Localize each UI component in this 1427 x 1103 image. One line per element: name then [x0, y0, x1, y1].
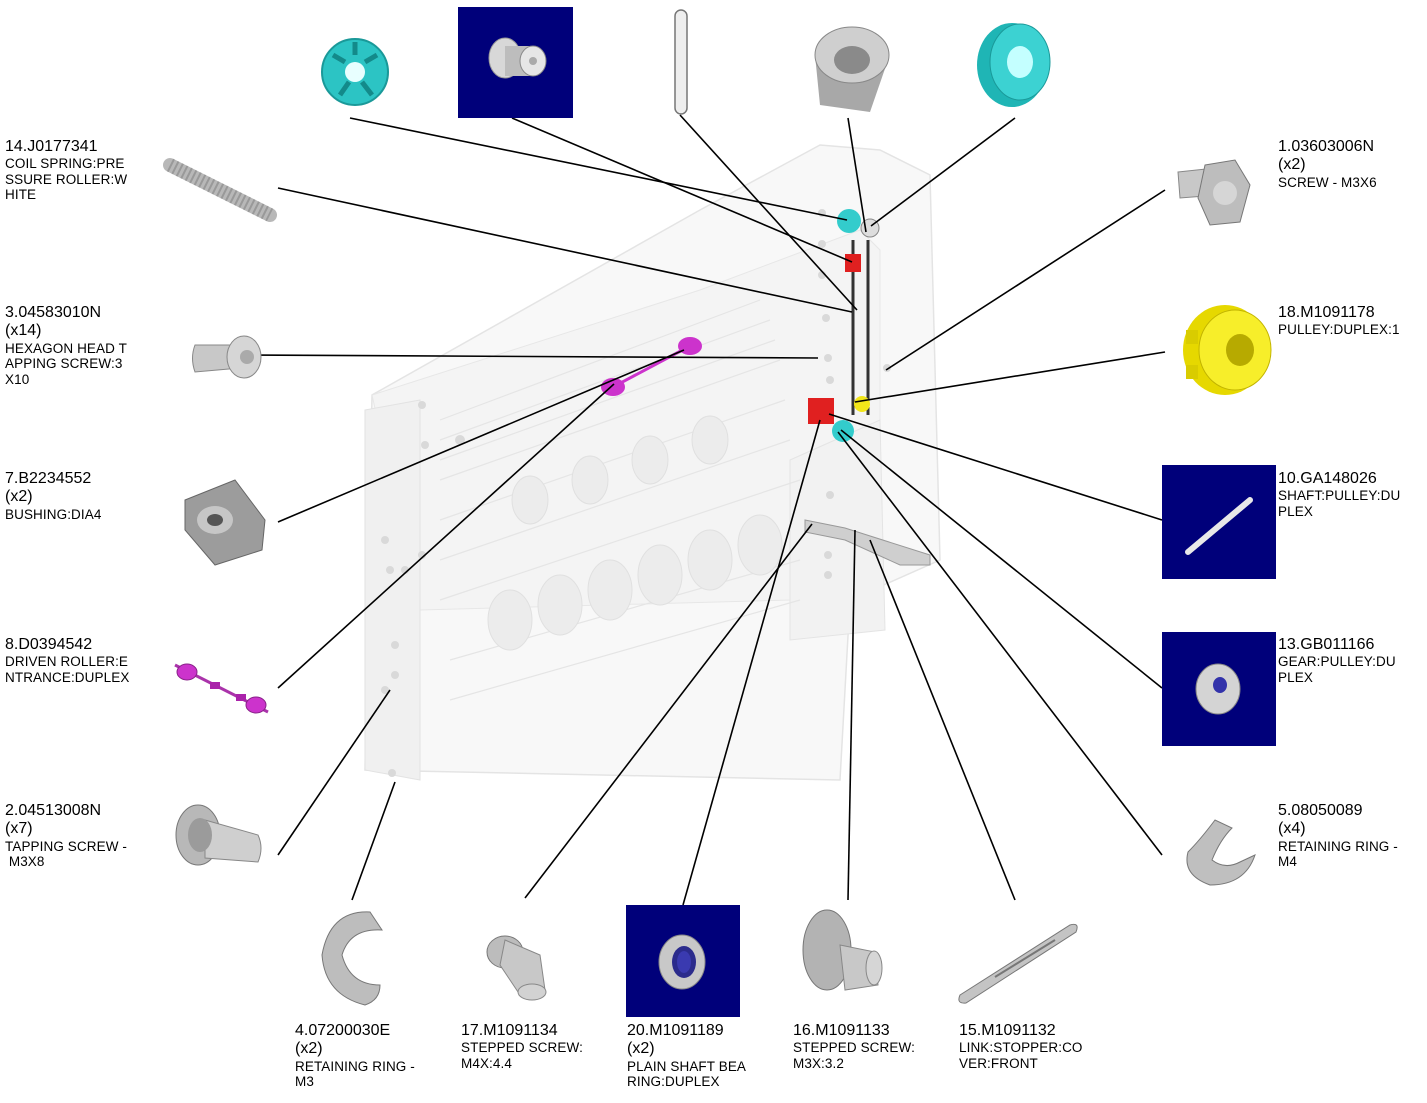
- label-part-16: 16.M1091133 STEPPED SCREW: M3X:3.2: [793, 1022, 915, 1071]
- screw-icon: [192, 335, 262, 379]
- label-part-1: 1.03603006N (x2) SCREW - M3X6: [1278, 138, 1377, 190]
- tapping-screw-icon: [175, 804, 262, 866]
- label-part-5: 5.08050089 (x4) RETAINING RING - M4: [1278, 802, 1398, 870]
- part-number: 8.D0394542: [5, 636, 93, 653]
- stepped-screw-m4-icon: [486, 935, 547, 1001]
- part-desc: X10: [5, 371, 30, 387]
- part-number: 10.GA148026: [1278, 470, 1377, 487]
- part-desc: PULLEY:DUPLEX:1: [1278, 322, 1400, 338]
- part-number: 4.07200030E: [295, 1022, 391, 1039]
- screw-m3x6-icon: [1177, 159, 1251, 226]
- part-desc: NTRANCE:DUPLEX: [5, 669, 130, 685]
- label-part-3: 3.04583010N (x14) HEXAGON HEAD T APPING …: [5, 304, 127, 387]
- label-part-8: 8.D0394542 DRIVEN ROLLER:E NTRANCE:DUPLE…: [5, 636, 129, 685]
- part-desc: M4: [1278, 854, 1297, 870]
- part-desc: VER:FRONT: [959, 1055, 1038, 1071]
- bearing-ring-icon: [658, 934, 706, 990]
- leader-lines: [247, 114, 1166, 906]
- gear-icon: [1195, 663, 1241, 715]
- duplex-unit-illustration: [364, 144, 941, 781]
- retaining-ring-m3-icon: [321, 911, 383, 1006]
- label-part-20: 20.M1091189 (x2) PLAIN SHAFT BEA RING:DU…: [627, 1022, 746, 1090]
- part-desc: PLEX: [1278, 503, 1313, 519]
- part-number: 15.M1091132: [959, 1022, 1056, 1039]
- part-desc: RETAINING RING -: [1278, 838, 1398, 854]
- label-part-10: 10.GA148026 SHAFT:PULLEY:DU PLEX: [1278, 470, 1400, 519]
- label-part-13: 13.GB011166 GEAR:PULLEY:DU PLEX: [1278, 636, 1396, 685]
- part-desc: M4X:4.4: [461, 1055, 512, 1071]
- part-desc: M3X:3.2: [793, 1055, 844, 1071]
- navy-thumb-shaft: [1162, 465, 1276, 579]
- yellow-pulley-icon: [1183, 305, 1272, 395]
- part-desc: STEPPED SCREW:: [461, 1040, 583, 1056]
- part-qty: (x2): [295, 1040, 323, 1058]
- label-part-14: 14.J0177341 COIL SPRING:PRE SSURE ROLLER…: [5, 138, 127, 203]
- part-desc: GEAR:PULLEY:DU: [1278, 654, 1396, 670]
- part-desc: PLEX: [1278, 669, 1313, 685]
- bushing-icon: [488, 37, 547, 79]
- label-part-18: 18.M1091178 PULLEY:DUPLEX:1: [1278, 304, 1400, 338]
- part-qty: (x14): [5, 322, 42, 340]
- part-desc: SCREW - M3X6: [1278, 174, 1377, 190]
- stepped-screw-m3-icon: [802, 909, 883, 991]
- part-qty: (x4): [1278, 820, 1306, 838]
- part-desc: PLAIN SHAFT BEA: [627, 1058, 747, 1074]
- part-desc: SSURE ROLLER:W: [5, 171, 128, 187]
- label-part-2: 2.04513008N (x7) TAPPING SCREW - M3X8: [5, 802, 127, 870]
- part-desc: SHAFT:PULLEY:DU: [1278, 488, 1401, 504]
- cyan-gear-icon: [321, 38, 389, 106]
- label-part-17: 17.M1091134 STEPPED SCREW: M4X:4.4: [461, 1022, 583, 1071]
- part-qty: (x7): [5, 820, 33, 838]
- part-number: 14.J0177341: [5, 138, 98, 155]
- part-desc: M3: [295, 1074, 314, 1090]
- part-desc: DRIVEN ROLLER:E: [5, 654, 129, 670]
- label-part-7: 7.B2234552 (x2) BUSHING:DIA4: [5, 470, 101, 522]
- part-number: 5.08050089: [1278, 802, 1363, 819]
- retaining-ring-m4-icon: [1186, 819, 1256, 886]
- part-desc: LINK:STOPPER:CO: [959, 1040, 1083, 1056]
- shaft-icon: [1185, 497, 1253, 555]
- part-desc: M3X8: [5, 854, 45, 870]
- part-number: 13.GB011166: [1278, 636, 1375, 653]
- label-part-15: 15.M1091132 LINK:STOPPER:CO VER:FRONT: [959, 1022, 1083, 1071]
- part-number: 1.03603006N: [1278, 138, 1375, 155]
- part-desc: HEXAGON HEAD T: [5, 340, 127, 356]
- part-desc: TAPPING SCREW -: [5, 838, 128, 854]
- part-desc: BUSHING:DIA4: [5, 506, 102, 522]
- part-desc: RING:DUPLEX: [627, 1074, 720, 1090]
- part-desc: STEPPED SCREW:: [793, 1040, 915, 1056]
- gray-bushing-icon: [814, 26, 890, 112]
- part-qty: (x2): [1278, 156, 1306, 174]
- link-icon: [958, 923, 1078, 1004]
- roller-icon: [174, 663, 269, 714]
- part-number: 18.M1091178: [1278, 304, 1375, 321]
- part-number: 7.B2234552: [5, 470, 92, 487]
- pin-icon: [674, 9, 688, 115]
- cyan-pulley-icon: [977, 23, 1051, 107]
- part-desc: COIL SPRING:PRE: [5, 156, 125, 172]
- part-desc: APPING SCREW:3: [5, 356, 123, 372]
- part-qty: (x2): [5, 488, 33, 506]
- part-number: 3.04583010N: [5, 304, 102, 321]
- part-desc: HITE: [5, 187, 37, 203]
- part-number: 17.M1091134: [461, 1022, 558, 1039]
- spring-icon: [163, 158, 277, 222]
- part-number: 16.M1091133: [793, 1022, 890, 1039]
- part-desc: RETAINING RING -: [295, 1058, 415, 1074]
- label-part-4: 4.07200030E (x2) RETAINING RING - M3: [295, 1022, 415, 1090]
- part-number: 20.M1091189: [627, 1022, 724, 1039]
- part-number: 2.04513008N: [5, 802, 102, 819]
- bushing-dia4-icon: [184, 479, 266, 566]
- part-qty: (x2): [627, 1040, 655, 1058]
